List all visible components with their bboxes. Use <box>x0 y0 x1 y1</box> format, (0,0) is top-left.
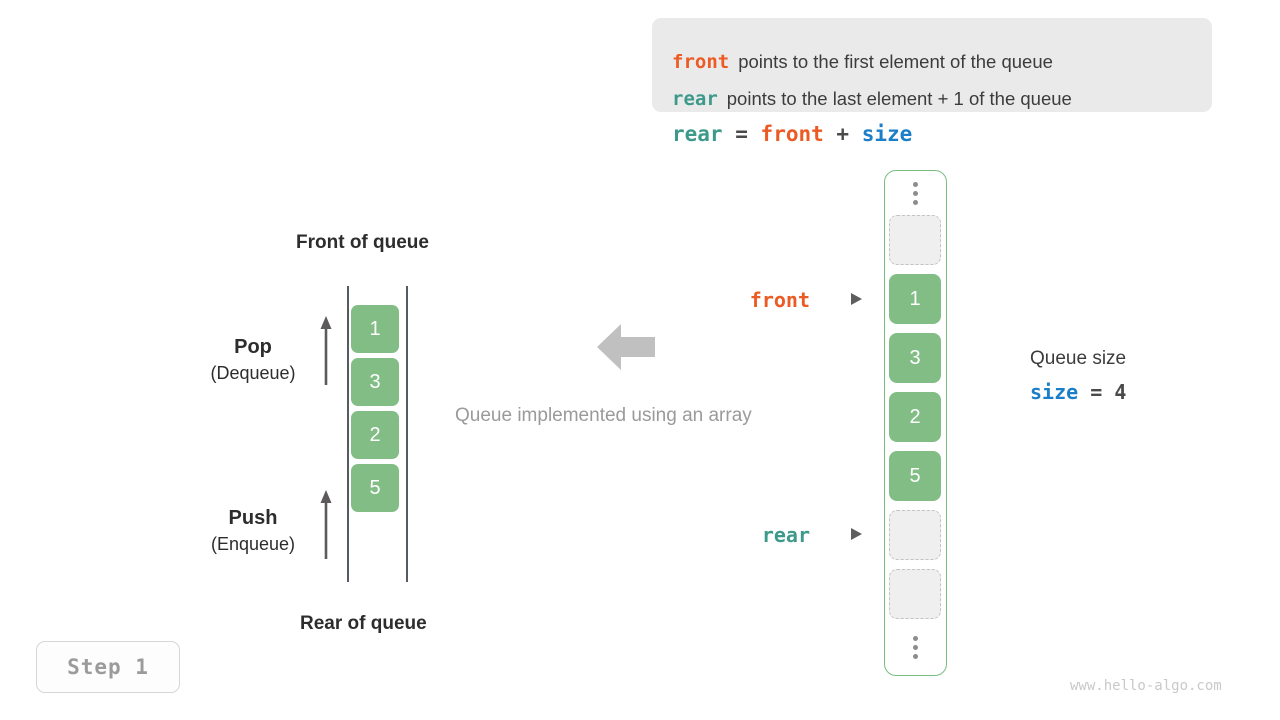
dot-icon <box>912 644 918 650</box>
formula-plus: + <box>836 122 850 146</box>
pop-up-arrow-icon <box>320 316 332 385</box>
pop-operation-label: Pop (Dequeue) <box>188 334 318 386</box>
array-cell-filled: 1 <box>889 274 941 324</box>
front-pointer-label: front <box>749 288 810 312</box>
size-value: 4 <box>1114 380 1127 404</box>
array-ellipsis-top <box>889 176 941 210</box>
dot-icon <box>912 181 918 187</box>
step-badge: Step 1 <box>36 641 180 693</box>
array-ellipsis-bottom <box>889 630 941 664</box>
definition-line-front: front points to the first element of the … <box>672 51 1053 73</box>
tube-wall-left <box>347 286 349 582</box>
pop-title: Pop <box>234 336 272 358</box>
tube-wall-right <box>406 286 408 582</box>
definition-line-rear: rear points to the last element + 1 of th… <box>672 88 1072 110</box>
push-up-arrow-icon <box>320 490 332 559</box>
array-cell-empty <box>889 510 941 560</box>
watermark: www.hello-algo.com <box>1070 678 1222 694</box>
front-keyword: front <box>672 51 730 73</box>
array-cell-filled: 5 <box>889 451 941 501</box>
formula-size: size <box>861 122 913 146</box>
rear-keyword: rear <box>672 88 718 110</box>
rear-pointer-arrow-icon <box>851 528 862 540</box>
push-operation-label: Push (Enqueue) <box>188 505 318 557</box>
dot-icon <box>912 653 918 659</box>
left-arrow-icon <box>597 324 655 370</box>
definition-rear-text: points to the last element + 1 of the qu… <box>726 88 1072 109</box>
center-caption: Queue implemented using an array <box>455 405 752 426</box>
formula-front: front <box>760 122 824 146</box>
definition-front-text: points to the first element of the queue <box>738 51 1053 72</box>
dot-icon <box>912 199 918 205</box>
push-title: Push <box>228 507 278 529</box>
front-of-queue-label: Front of queue <box>296 232 429 253</box>
array-cell-empty <box>889 215 941 265</box>
formula-equals: = <box>735 122 748 146</box>
tube-cell: 2 <box>351 411 399 459</box>
queue-size-title: Queue size <box>1030 348 1127 369</box>
push-subtitle: (Enqueue) <box>210 534 296 554</box>
dot-icon <box>912 190 918 196</box>
queue-size-block: Queue size size = 4 <box>1030 344 1126 410</box>
queue-size-expression: size = 4 <box>1030 374 1126 410</box>
rear-of-queue-label: Rear of queue <box>300 613 427 634</box>
definition-box: front points to the first element of the … <box>652 18 1212 112</box>
rear-pointer-label: rear <box>761 523 810 547</box>
array-cell-filled: 2 <box>889 392 941 442</box>
tube-cell: 5 <box>351 464 399 512</box>
tube-cell: 1 <box>351 305 399 353</box>
tube-cell: 3 <box>351 358 399 406</box>
size-keyword: size <box>1030 380 1079 404</box>
array-cell-empty <box>889 569 941 619</box>
formula: rear = front + size <box>672 122 912 146</box>
front-pointer-arrow-icon <box>851 293 862 305</box>
size-equals: = <box>1090 380 1103 404</box>
array-cell-filled: 3 <box>889 333 941 383</box>
pop-subtitle: (Dequeue) <box>210 363 296 383</box>
formula-rear: rear <box>672 122 723 146</box>
dot-icon <box>912 635 918 641</box>
